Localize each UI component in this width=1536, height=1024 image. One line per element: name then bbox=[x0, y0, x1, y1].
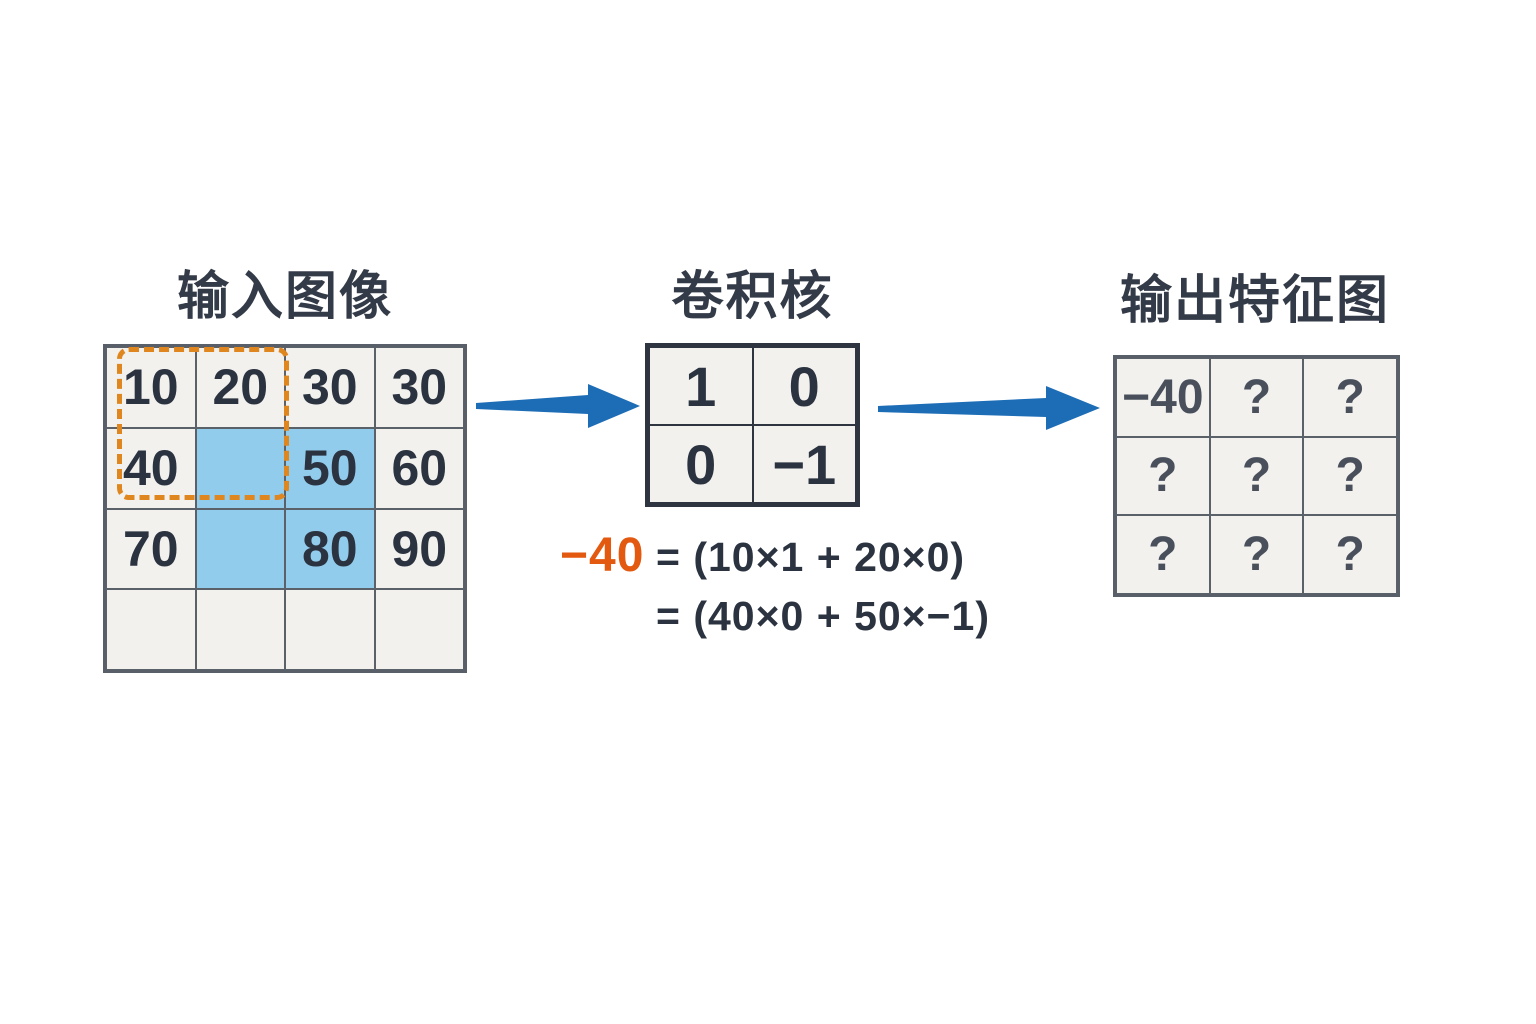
input-cell-r3c1 bbox=[195, 589, 285, 670]
kernel-cell-r1c0: 0 bbox=[649, 425, 753, 503]
kernel-cell-r0c0: 1 bbox=[649, 347, 753, 425]
input-cell-r1c2: 50 bbox=[285, 427, 375, 509]
convolution-formula: −40 = (10×1 + 20×0) = (40×0 + 50×−1) bbox=[560, 528, 990, 640]
output-cell-r1c1: ? bbox=[1209, 436, 1304, 516]
output-cell-r2c0: ? bbox=[1116, 515, 1210, 594]
input-cell-r2c0: 70 bbox=[106, 508, 196, 590]
input-cell-r1c3: 60 bbox=[374, 427, 464, 509]
input-cell-r0c1: 20 bbox=[195, 347, 285, 428]
input-cell-r3c0 bbox=[106, 589, 196, 670]
input-cell-r0c2: 30 bbox=[285, 347, 375, 428]
output-cell-r0c0: −40 bbox=[1116, 358, 1210, 437]
output-cell-r2c2: ? bbox=[1303, 515, 1397, 594]
input-cell-r3c3 bbox=[374, 589, 464, 670]
input-cell-r0c3: 30 bbox=[374, 347, 464, 428]
input-cell-r1c1 bbox=[195, 427, 285, 509]
kernel-title: 卷积核 bbox=[671, 268, 834, 326]
output-cell-r0c1: ? bbox=[1209, 358, 1304, 437]
input-cell-r2c1 bbox=[195, 508, 285, 590]
input-cell-r1c0: 40 bbox=[106, 427, 196, 509]
input-cell-r2c3: 90 bbox=[374, 508, 464, 590]
input-cell-r0c0: 10 bbox=[106, 347, 196, 428]
output-cell-r0c2: ? bbox=[1303, 358, 1397, 437]
output-cell-r1c2: ? bbox=[1303, 436, 1397, 516]
output-cell-r1c0: ? bbox=[1116, 436, 1210, 516]
kernel-cell-r0c1: 0 bbox=[752, 347, 856, 425]
input-cell-r2c2: 80 bbox=[285, 508, 375, 590]
output-feature-map-grid: −40???????? bbox=[1113, 355, 1400, 597]
output-cell-r2c1: ? bbox=[1209, 515, 1304, 594]
formula-line-1: = (10×1 + 20×0) bbox=[656, 534, 966, 580]
input-image-title: 输入图像 bbox=[176, 268, 393, 326]
formula-result-value: −40 bbox=[560, 529, 645, 582]
arrow-right-icon bbox=[878, 386, 1100, 430]
arrow-right-icon bbox=[476, 384, 640, 428]
output-feature-map-title: 输出特征图 bbox=[1119, 272, 1390, 330]
kernel-cell-r1c1: −1 bbox=[752, 425, 856, 503]
formula-line-2: = (40×0 + 50×−1) bbox=[656, 593, 991, 639]
input-cell-r3c2 bbox=[285, 589, 375, 670]
